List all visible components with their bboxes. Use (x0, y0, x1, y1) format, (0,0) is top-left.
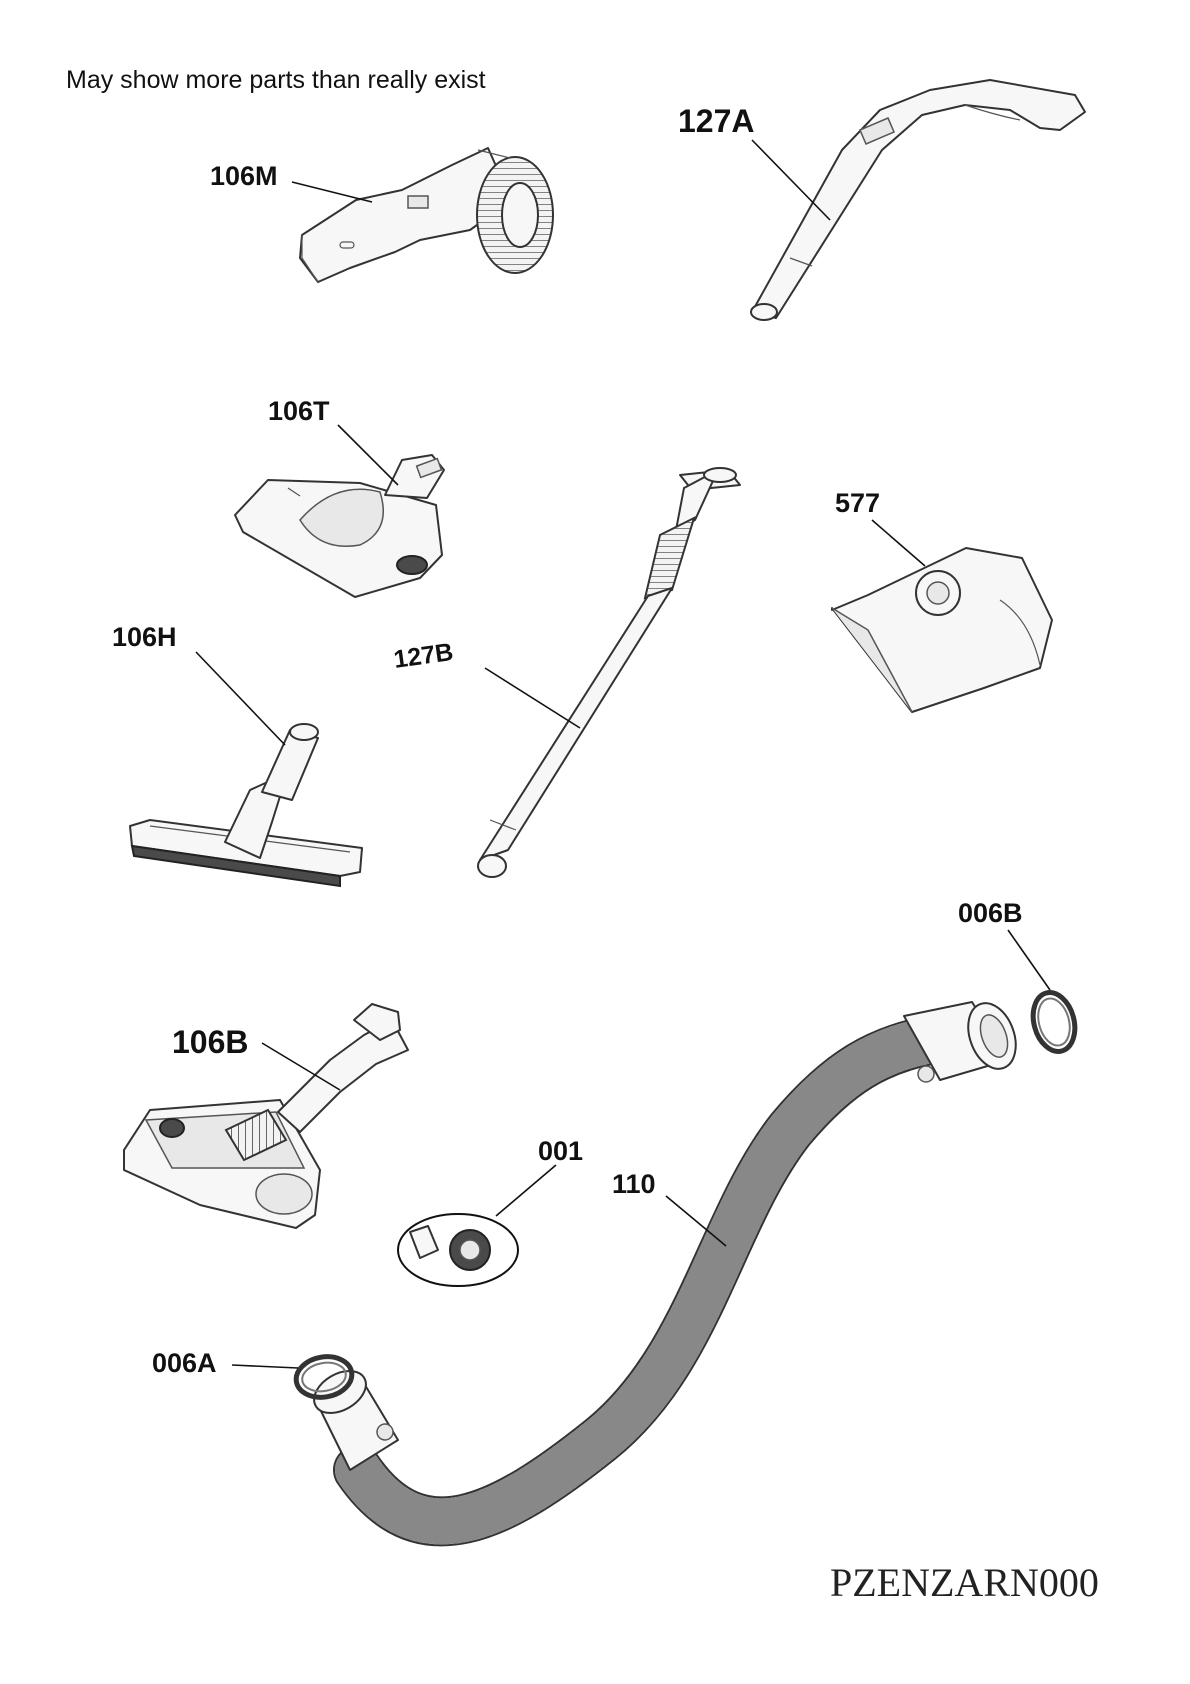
label-110: 110 (612, 1169, 727, 1247)
label-006a: 006A (152, 1348, 299, 1378)
diagram-code: PZENZARN000 (830, 1560, 1099, 1605)
label-106b: 106B (172, 1024, 341, 1091)
disclaimer-note: May show more parts than really exist (66, 66, 486, 94)
label-577-text: 577 (835, 488, 880, 518)
label-106m: 106M (210, 161, 373, 203)
label-001: 001 (495, 1136, 583, 1217)
part-577-dust-bag (831, 547, 1053, 713)
label-001-text: 001 (538, 1136, 583, 1166)
label-006b-text: 006B (958, 898, 1023, 928)
part-106h-hard-floor-nozzle (129, 723, 363, 888)
part-110-hose (313, 1001, 1017, 1547)
label-006a-text: 006A (152, 1348, 217, 1378)
label-106t-text: 106T (268, 396, 330, 426)
part-127a-handle (750, 79, 1086, 321)
label-106m-text: 106M (210, 161, 278, 191)
label-106h: 106H (112, 622, 286, 746)
label-106b-text: 106B (172, 1024, 249, 1060)
part-106m-brush-nozzle (299, 147, 554, 283)
part-106b-main-nozzle (123, 1003, 409, 1229)
label-127a: 127A (678, 103, 831, 221)
label-577: 577 (835, 488, 926, 567)
label-006b: 006B (958, 898, 1051, 991)
label-127b: 127B (392, 638, 581, 729)
label-127b-text: 127B (392, 638, 455, 674)
part-106t-turbo-nozzle (234, 454, 445, 598)
part-006a-ring (293, 1354, 355, 1400)
part-006b-ring (1030, 990, 1078, 1054)
part-127b-telescopic-tube (477, 467, 741, 878)
label-106h-text: 106H (112, 622, 177, 652)
label-110-text: 110 (612, 1169, 656, 1199)
label-106t: 106T (268, 396, 399, 486)
part-001-small-parts (397, 1213, 519, 1287)
label-127a-text: 127A (678, 103, 755, 139)
